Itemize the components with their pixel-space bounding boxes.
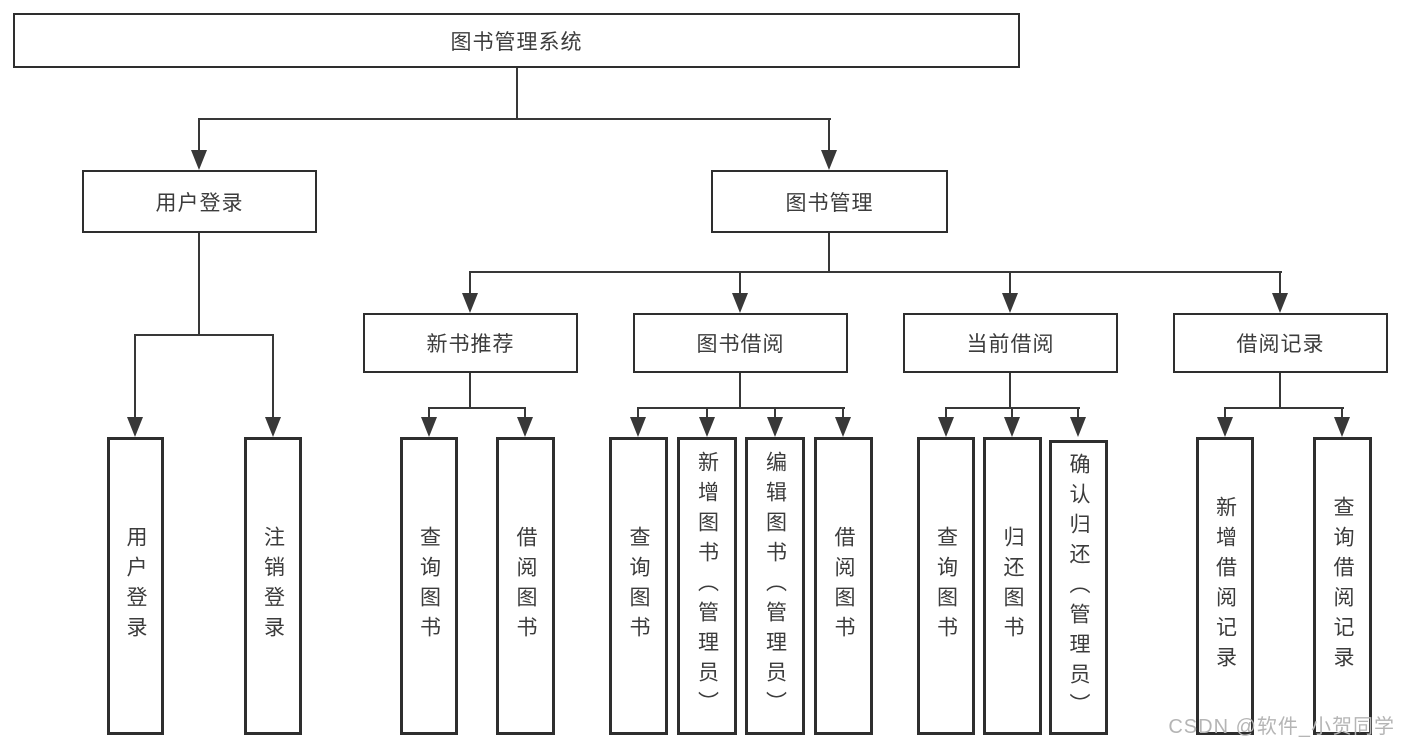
leaf-user-login: 用户登录 (107, 437, 164, 735)
connector-arrowhead (699, 417, 715, 437)
node-label: 借阅记录 (1236, 333, 1325, 356)
node-library-system: 图书管理系统 (13, 13, 1020, 68)
connector-line (706, 407, 708, 419)
connector-line (739, 271, 741, 295)
node-label: 图书管理系统 (450, 30, 583, 54)
leaf-label: 查询图书 (627, 526, 650, 646)
leaf-borrow-books-borrowing: 借阅图书 (814, 437, 873, 735)
leaf-confirm-return-admin: 确认归还（管理员） (1049, 440, 1108, 735)
connector-arrowhead (127, 417, 143, 437)
leaf-label: 新增借阅记录 (1213, 496, 1237, 676)
leaf-borrow-books-recommend: 借阅图书 (496, 437, 555, 735)
connector-line (524, 407, 526, 419)
leaf-query-books-recommend: 查询图书 (400, 437, 458, 735)
connector-line (828, 118, 830, 154)
connector-arrowhead (1334, 417, 1350, 437)
connector-line (1224, 407, 1226, 419)
node-label: 图书借阅 (696, 333, 785, 356)
connector-arrowhead (517, 417, 533, 437)
connector-arrowhead (630, 417, 646, 437)
connector-line (1011, 407, 1013, 419)
connector-line (1224, 407, 1344, 409)
node-current-borrowing: 当前借阅 (903, 313, 1118, 373)
leaf-label: 归还图书 (1001, 526, 1024, 646)
connector-arrowhead (1217, 417, 1233, 437)
connector-line (469, 271, 1282, 273)
node-label: 用户登录 (155, 191, 244, 215)
leaf-add-books-admin: 新增图书（管理员） (677, 437, 737, 735)
connector-line (469, 373, 471, 409)
leaf-label: 确认归还（管理员） (1067, 452, 1090, 723)
leaf-label: 用户登录 (124, 526, 147, 646)
connector-line (1077, 407, 1079, 419)
watermark-text: CSDN @软件_小贺同学 (1168, 716, 1395, 738)
node-label: 新书推荐 (426, 333, 515, 356)
connector-line (828, 233, 830, 273)
leaf-query-borrow-record: 查询借阅记录 (1313, 437, 1372, 735)
connector-line (272, 334, 274, 419)
leaf-edit-books-admin: 编辑图书（管理员） (745, 437, 805, 735)
node-user-login: 用户登录 (82, 170, 317, 233)
connector-line (1009, 271, 1011, 295)
node-borrowing-records: 借阅记录 (1173, 313, 1388, 373)
connector-arrowhead (732, 293, 748, 313)
connector-line (428, 407, 430, 419)
connector-arrowhead (1004, 417, 1020, 437)
connector-arrowhead (821, 150, 837, 170)
leaf-query-books-borrowing: 查询图书 (609, 437, 668, 735)
leaf-label: 编辑图书（管理员） (763, 451, 787, 721)
leaf-label: 查询图书 (934, 526, 958, 646)
connector-arrowhead (265, 417, 281, 437)
connector-arrowhead (462, 293, 478, 313)
connector-line (469, 271, 471, 295)
leaf-label: 查询图书 (417, 526, 441, 646)
leaf-logout: 注销登录 (244, 437, 302, 735)
connector-arrowhead (1002, 293, 1018, 313)
connector-line (1279, 271, 1281, 295)
connector-line (198, 118, 831, 120)
connector-line (637, 407, 639, 419)
connector-arrowhead (1070, 417, 1086, 437)
leaf-label: 借阅图书 (832, 526, 855, 646)
leaf-label: 借阅图书 (514, 526, 537, 646)
leaf-label: 查询借阅记录 (1331, 496, 1354, 676)
leaf-add-borrow-record: 新增借阅记录 (1196, 437, 1254, 735)
connector-line (134, 334, 136, 419)
connector-arrowhead (938, 417, 954, 437)
connector-line (1009, 373, 1011, 409)
leaf-label: 注销登录 (261, 526, 285, 646)
node-book-borrowing: 图书借阅 (633, 313, 848, 373)
connector-line (198, 118, 200, 154)
node-label: 图书管理 (785, 191, 874, 215)
connector-line (842, 407, 844, 419)
connector-arrowhead (835, 417, 851, 437)
connector-line (198, 233, 200, 336)
connector-line (1279, 373, 1281, 409)
connector-line (945, 407, 947, 419)
node-new-book-recommendation: 新书推荐 (363, 313, 578, 373)
node-label: 当前借阅 (966, 333, 1055, 356)
connector-arrowhead (1272, 293, 1288, 313)
connector-line (739, 373, 741, 409)
node-book-management: 图书管理 (711, 170, 948, 233)
connector-arrowhead (191, 150, 207, 170)
connector-line (1341, 407, 1343, 419)
connector-arrowhead (421, 417, 437, 437)
connector-line (774, 407, 776, 419)
leaf-label: 新增图书（管理员） (695, 451, 719, 721)
connector-line (637, 407, 845, 409)
connector-line (134, 334, 274, 336)
leaf-query-books-current: 查询图书 (917, 437, 975, 735)
connector-line (516, 68, 518, 120)
connector-arrowhead (767, 417, 783, 437)
leaf-return-books: 归还图书 (983, 437, 1042, 735)
connector-line (428, 407, 526, 409)
